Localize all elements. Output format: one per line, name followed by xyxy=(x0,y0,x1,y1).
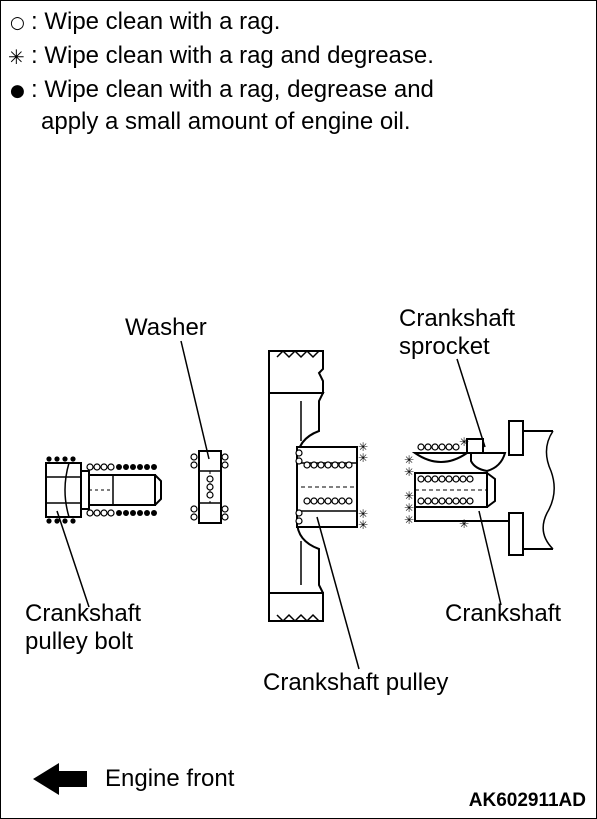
asterisk-icon: ✳ xyxy=(8,45,25,69)
label-washer: Washer xyxy=(125,314,207,341)
legend-item-wipe: : Wipe clean with a rag. xyxy=(31,8,281,35)
asterisk-icon: ✳ xyxy=(459,435,470,449)
label-engine-front: Engine front xyxy=(105,765,235,792)
asterisk-icon: ✳ xyxy=(404,513,415,527)
pulley-bolt xyxy=(45,462,162,518)
figure-code: AK602911AD xyxy=(468,790,586,811)
filled-circle-markings xyxy=(46,456,157,524)
label-bolt-line2: pulley bolt xyxy=(25,628,134,655)
leader-lines xyxy=(56,340,502,670)
asterisk-icon: ✳ xyxy=(404,453,415,467)
pulley-drawing xyxy=(268,349,358,623)
asterisk-icon: ✳ xyxy=(358,451,369,465)
label-crankshaft: Crankshaft xyxy=(445,600,562,627)
asterisk-icon: ✳ xyxy=(459,517,470,531)
legend-item-oil-line2: apply a small amount of engine oil. xyxy=(41,108,411,135)
asterisk-icon: ✳ xyxy=(358,518,369,532)
asterisk-icon: ✳ xyxy=(358,507,369,521)
legend-item-degrease: : Wipe clean with a rag and degrease. xyxy=(31,42,434,69)
filled-circle-icon: ● xyxy=(10,81,25,101)
engine-front-arrow-icon xyxy=(33,763,87,795)
open-circle-icon: ○ xyxy=(10,13,25,33)
asterisk-icon: ✳ xyxy=(404,465,415,479)
legend-item-oil-line1: : Wipe clean with a rag, degrease and xyxy=(31,76,434,103)
sprocket-drawing xyxy=(411,420,553,473)
label-pulley: Crankshaft pulley xyxy=(263,669,449,696)
asterisk-icon: ✳ xyxy=(404,501,415,515)
label-bolt-line1: Crankshaft xyxy=(25,600,142,627)
open-circle-markings xyxy=(86,443,474,525)
asterisk-icon: ✳ xyxy=(358,440,369,454)
asterisk-icon: ✳ xyxy=(404,489,415,503)
label-sprocket-line2: sprocket xyxy=(399,333,490,360)
label-sprocket-line1: Crankshaft xyxy=(399,305,516,332)
